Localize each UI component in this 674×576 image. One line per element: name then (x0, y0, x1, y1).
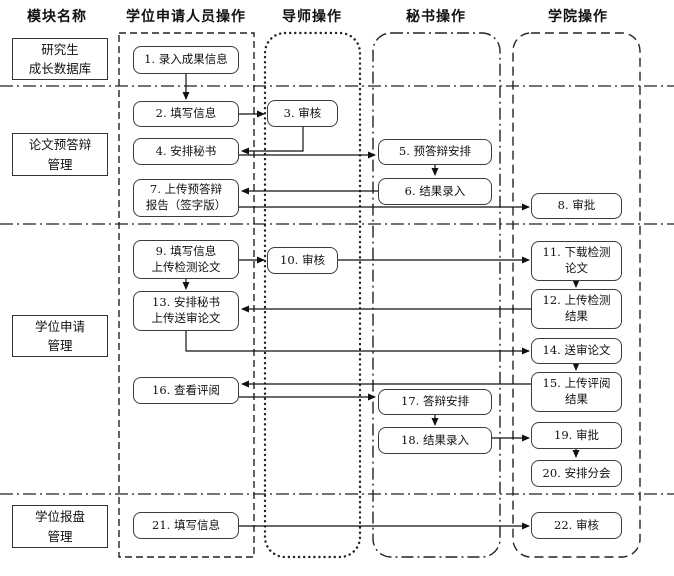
flow-step-16: 16. 查看评阅 (133, 377, 239, 404)
flow-step-9: 9. 填写信息 上传检测论文 (133, 240, 239, 279)
flow-step-4: 4. 安排秘书 (133, 138, 239, 165)
column-header-secretary: 秘书操作 (406, 9, 466, 25)
lane-borders (118, 31, 641, 559)
flow-step-14: 14. 送审论文 (531, 338, 622, 364)
module-box-growth-database: 研究生 成长数据库 (12, 38, 108, 80)
flow-step-19: 19. 审批 (531, 422, 622, 449)
column-header-college: 学院操作 (548, 9, 608, 25)
flow-step-13: 13. 安排秘书 上传送审论文 (133, 291, 239, 331)
column-header-supervisor: 导师操作 (282, 9, 342, 25)
flow-step-7: 7. 上传预答辩 报告（签字版） (133, 179, 239, 217)
flow-step-22: 22. 审核 (531, 512, 622, 539)
flow-step-2: 2. 填写信息 (133, 101, 239, 127)
column-header-applicant: 学位申请人员操作 (126, 9, 246, 25)
flow-step-20: 20. 安排分会 (531, 460, 622, 487)
flow-step-12: 12. 上传检测 结果 (531, 289, 622, 329)
flow-step-10: 10. 审核 (267, 247, 338, 274)
flow-step-3: 3. 审核 (267, 100, 338, 127)
module-box-predefense-management: 论文预答辩 管理 (12, 133, 108, 176)
flow-step-18: 18. 结果录入 (378, 427, 492, 454)
flow-step-17: 17. 答辩安排 (378, 389, 492, 415)
module-box-degree-application: 学位申请 管理 (12, 315, 108, 357)
flow-arrows (182, 74, 580, 530)
flow-step-11: 11. 下载检测 论文 (531, 241, 622, 281)
flow-step-15: 15. 上传评阅 结果 (531, 372, 622, 412)
flow-step-8: 8. 审批 (531, 193, 622, 219)
column-header-module: 模块名称 (27, 9, 87, 25)
flow-step-21: 21. 填写信息 (133, 512, 239, 539)
flow-step-6: 6. 结果录入 (378, 178, 492, 205)
flow-step-1: 1. 录入成果信息 (133, 46, 239, 74)
flow-step-5: 5. 预答辩安排 (378, 139, 492, 165)
section-dividers (0, 85, 674, 495)
module-box-degree-reporting: 学位报盘 管理 (12, 505, 108, 548)
